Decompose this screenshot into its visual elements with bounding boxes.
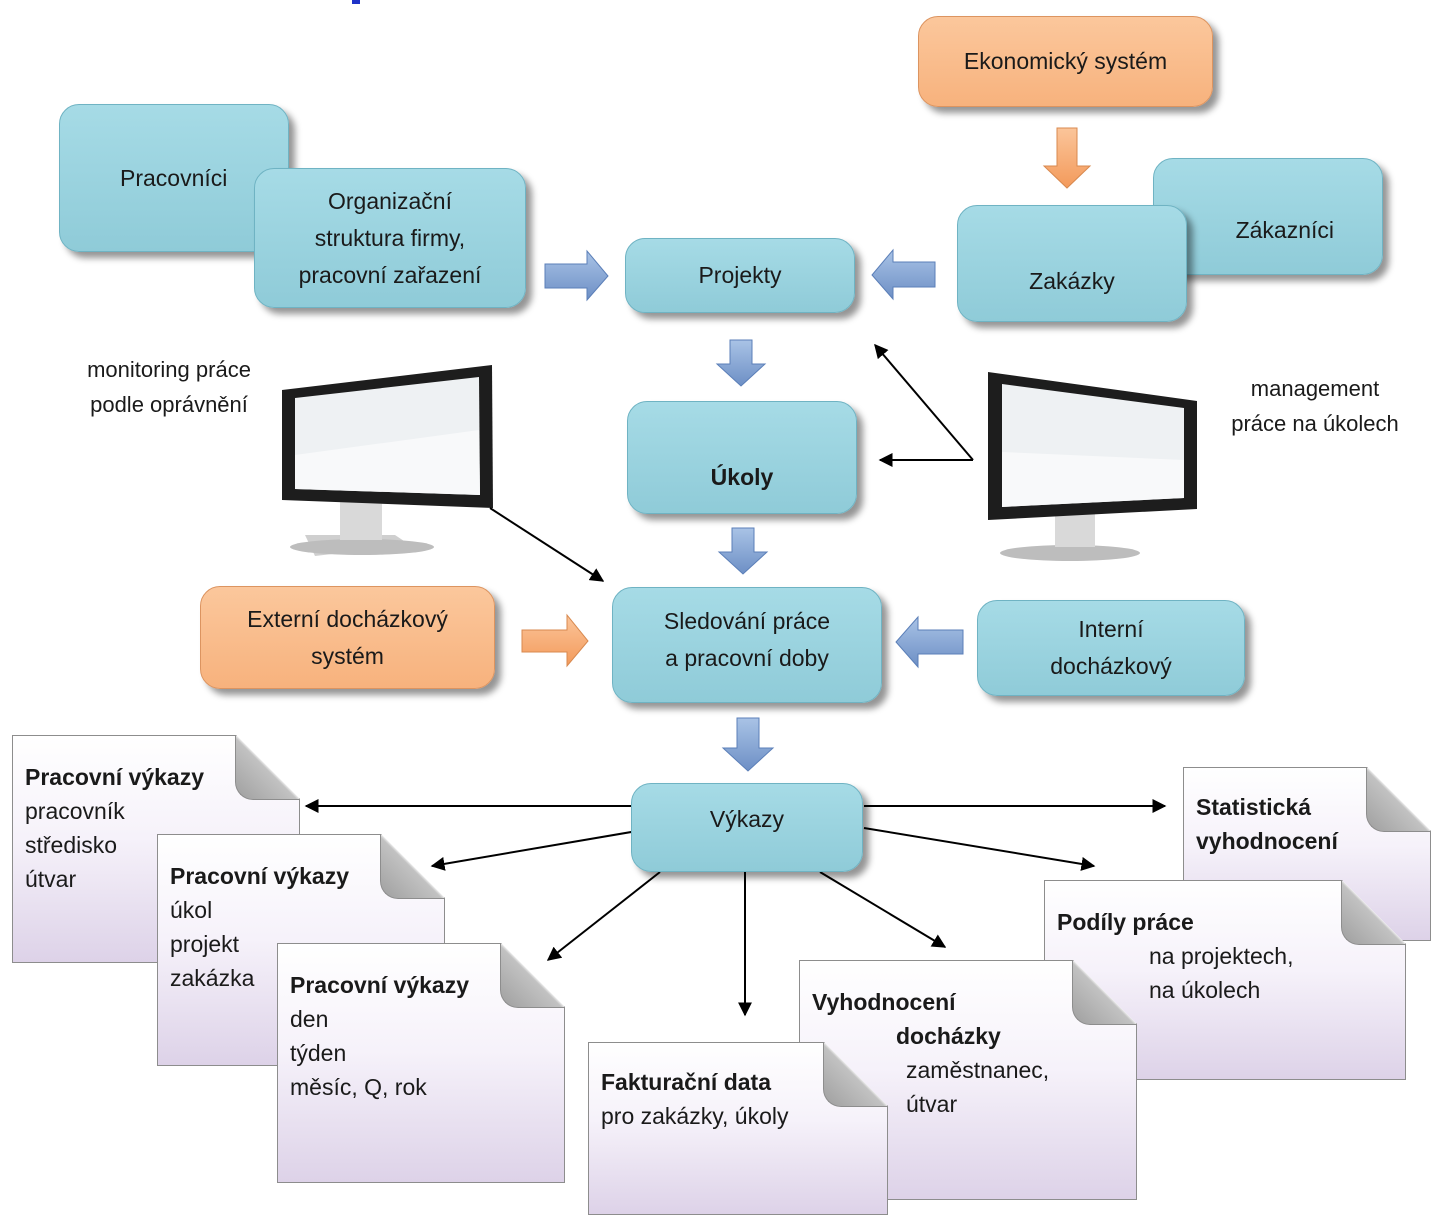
doc-vyhodnoceni-dochazky: Vyhodnocení docházky zaměstnanec, útvar — [799, 960, 1137, 1200]
arrow-monitor-left-to-sledovani — [489, 507, 605, 582]
box-pracovnici: Pracovníci — [59, 104, 289, 252]
arrow-vykazy-to-doc3 — [546, 871, 661, 961]
box-projekty: Projekty — [625, 238, 855, 313]
arrow-vykazy-to-doc5 — [819, 871, 947, 948]
doc-pracovni-vykazy-den: Pracovní výkazy den týden měsíc, Q, rok — [277, 943, 565, 1183]
arrow-vykazy-to-doc2 — [430, 829, 644, 871]
caption-monitoring: monitoring práce podle oprávnění — [87, 357, 251, 417]
block-arrow-zakazky-to-projekty — [871, 248, 936, 301]
block-arrow-externi-to-sledovani — [521, 613, 589, 668]
box-interni-dochazkovy: Interní docházkový — [977, 600, 1245, 696]
arrow-monitor-right-to-projekty — [874, 343, 974, 461]
monitor-right-icon — [988, 372, 1197, 561]
box-sledovani-prace: Sledování práce a pracovní doby — [612, 587, 882, 703]
box-vykazy: Výkazy — [631, 783, 863, 872]
monitor-left-icon — [282, 365, 493, 556]
doc-fakturacni-data: Fakturační data pro zakázky, úkoly — [588, 1042, 888, 1215]
box-organizacni-struktura: Organizační struktura firmy, pracovní za… — [254, 168, 526, 308]
block-arrow-ekonomicky-to-zakazky — [1042, 127, 1092, 189]
box-ekonomicky-system: Ekonomický systém — [918, 16, 1213, 107]
block-arrow-interni-to-sledovani — [895, 615, 964, 669]
block-arrow-projekty-to-ukoly — [715, 339, 767, 387]
block-arrow-organizacni-to-projekty — [544, 249, 609, 302]
arrow-vykazy-to-doc6 — [863, 827, 1096, 871]
box-ukoly: Úkoly — [627, 401, 857, 514]
block-arrow-sledovani-to-vykazy — [721, 717, 775, 772]
box-zakaznici: Zákazníci — [1153, 158, 1383, 275]
box-externi-dochazkovy-system: Externí docházkový systém — [200, 586, 495, 689]
block-arrow-ukoly-to-sledovani — [717, 527, 769, 575]
box-zakazky: Zakázky — [957, 205, 1187, 322]
caption-management: management práce na úkolech — [1231, 376, 1399, 436]
title-fragment — [352, 0, 360, 4]
